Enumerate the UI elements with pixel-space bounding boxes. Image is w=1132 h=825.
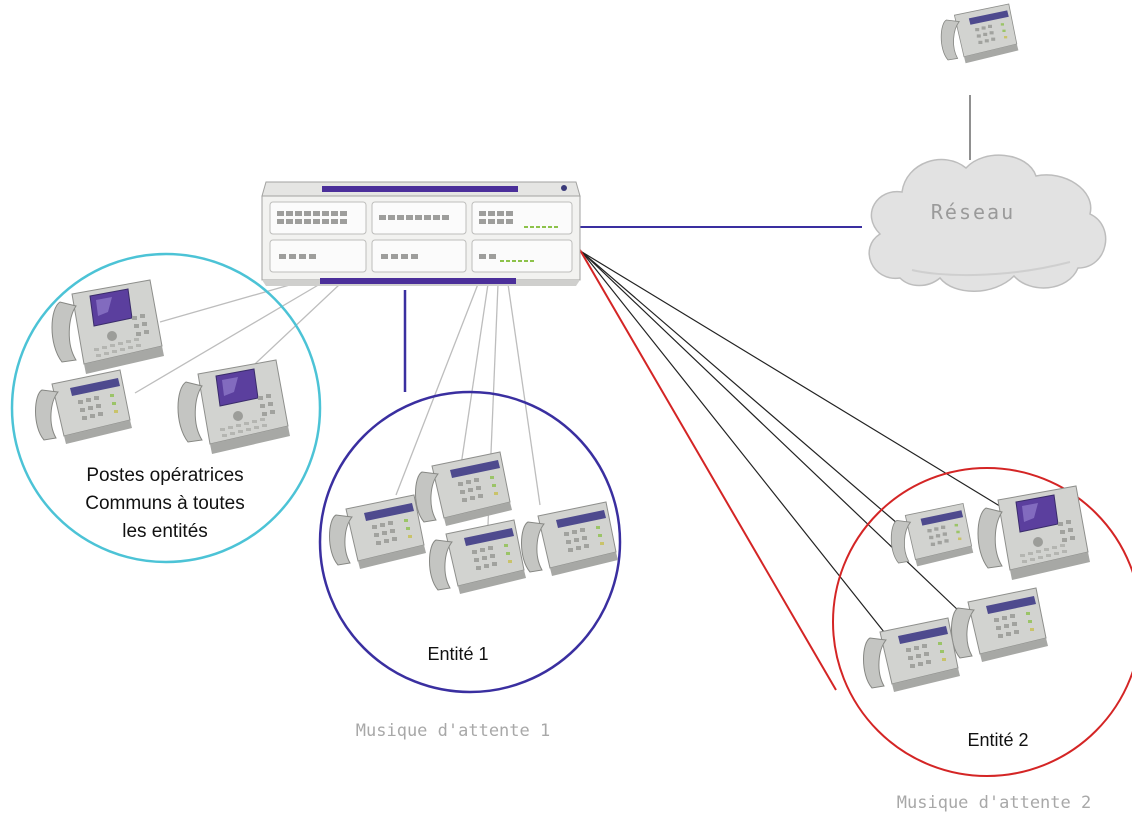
network-cloud-icon [868,154,1107,292]
desk-phone-icon [863,617,961,693]
desk-phone-icon [951,587,1049,663]
operator-console-phone-icon [51,279,165,375]
operator-group-circle [10,252,322,564]
link-entity1-phone-1 [395,283,479,496]
entity2-music-label: Musique d'attente 2 [897,793,1091,813]
operator-console-phone-icon [977,485,1091,581]
external-phone-icon [940,3,1019,64]
link-operator-console-2 [239,283,341,379]
entity1-music-label: Musique d'attente 1 [356,721,550,741]
link-entity1-phone-4 [507,283,541,506]
desk-phone-icon [890,503,974,567]
link-operator-console-1 [159,281,301,323]
entity1-label: Entité 1 [427,644,488,664]
pbx-switch-icon [261,181,581,286]
link-entity2-console [581,251,1004,509]
operator-label-line-2: Communs à toutes [85,493,244,514]
entity2-label: Entité 2 [967,730,1028,750]
desk-phone-icon [429,519,527,595]
desk-phone-icon [329,494,427,570]
network-label: Réseau [931,200,1015,224]
operator-group-label: Postes opératrices Communs à toutes les … [85,465,244,542]
desk-phone-icon [35,369,133,445]
desk-phone-icon [521,501,619,577]
desk-phone-icon [415,451,513,527]
link-operator-phone [134,283,321,394]
operator-label-line-3: les entités [122,521,208,542]
entity1-circle [318,390,622,694]
link-entity2-phone-1 [581,251,906,531]
operator-console-phone-icon [177,359,291,455]
link-entity2-phone-3 [581,251,893,643]
entity2-circle [832,467,1132,777]
entity2-boundary-lower [579,249,837,691]
operator-label-line-1: Postes opératrices [86,465,243,486]
link-entity1-phone-2 [459,283,489,473]
